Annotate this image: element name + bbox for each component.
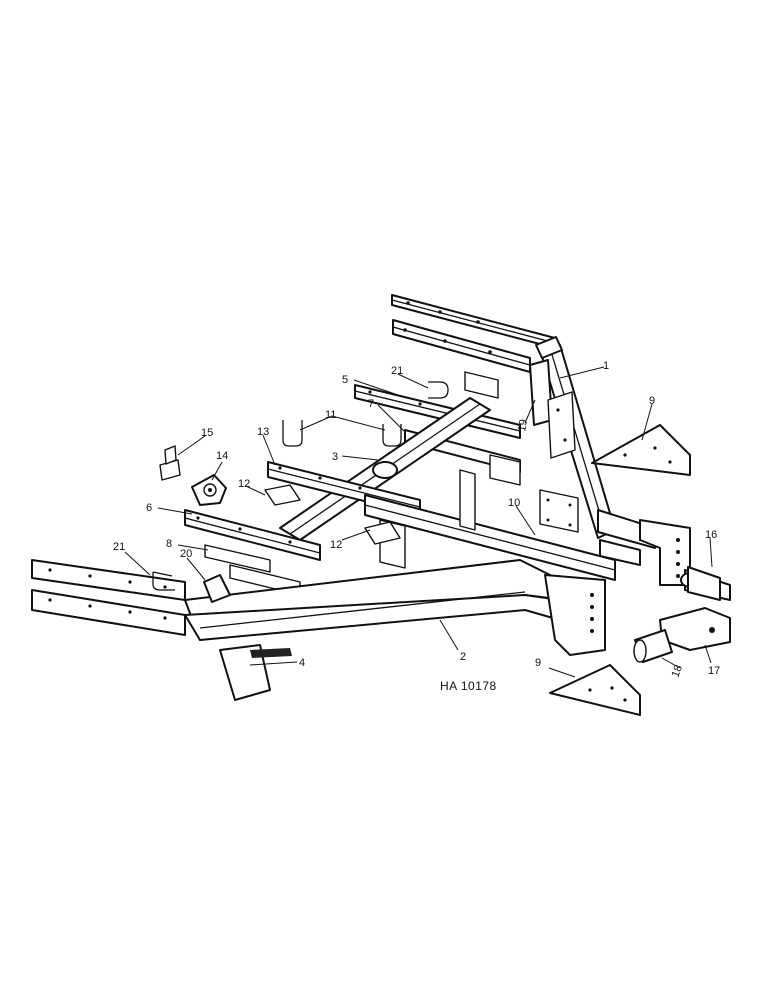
callout-21-top: 21 bbox=[391, 365, 403, 377]
sleeve-18 bbox=[633, 629, 673, 663]
callout-16: 16 bbox=[705, 529, 717, 541]
callout-3: 3 bbox=[332, 451, 338, 463]
plate-9-upper bbox=[591, 424, 691, 476]
callout-13: 13 bbox=[257, 426, 269, 438]
clevis-16 bbox=[687, 566, 721, 601]
plate-9-lower bbox=[549, 664, 641, 716]
callout-6: 6 bbox=[146, 502, 152, 514]
callout-7: 7 bbox=[368, 398, 374, 410]
u-bolt-21-top bbox=[428, 381, 449, 399]
callout-2: 2 bbox=[460, 651, 466, 663]
u-bolt-11b bbox=[382, 424, 402, 447]
leader-lines bbox=[124, 366, 713, 678]
callout-17: 17 bbox=[708, 665, 720, 677]
main-frame-2 bbox=[31, 559, 606, 656]
callout-15: 15 bbox=[201, 427, 213, 439]
bracket-20 bbox=[203, 574, 231, 603]
callout-14: 14 bbox=[216, 450, 228, 462]
callout-labels: 1 2 3 4 5 6 7 8 9 9 10 11 12 12 13 14 15… bbox=[113, 360, 720, 679]
u-bolt-21-left bbox=[152, 571, 175, 591]
callout-9-upper: 9 bbox=[649, 395, 655, 407]
callout-8: 8 bbox=[166, 538, 172, 550]
callout-20: 20 bbox=[180, 548, 192, 560]
clevis-17 bbox=[659, 607, 731, 651]
callout-4: 4 bbox=[299, 657, 305, 669]
callout-5: 5 bbox=[342, 374, 348, 386]
frame-upright-1 bbox=[529, 336, 616, 539]
callout-21-left: 21 bbox=[113, 541, 125, 553]
crossbar-10 bbox=[364, 469, 616, 581]
front-brace-4 bbox=[219, 644, 292, 701]
center-tube-3 bbox=[279, 397, 491, 541]
plate-12-upper bbox=[264, 484, 301, 506]
u-bolt-11a bbox=[282, 420, 303, 447]
jack-mount-14 bbox=[191, 474, 227, 506]
crossbar-6 bbox=[184, 509, 321, 561]
callout-10: 10 bbox=[508, 497, 520, 509]
callout-18: 18 bbox=[670, 663, 685, 679]
callout-1: 1 bbox=[603, 360, 609, 372]
callout-12-lower: 12 bbox=[330, 539, 342, 551]
upper-rear-rail bbox=[391, 294, 556, 373]
callout-11: 11 bbox=[325, 409, 336, 421]
figure-reference: HA 10178 bbox=[440, 679, 497, 693]
callout-12-upper: 12 bbox=[238, 478, 250, 490]
clamp-15 bbox=[159, 445, 181, 481]
callout-9-lower: 9 bbox=[535, 657, 541, 669]
plate-12-lower bbox=[364, 521, 401, 545]
callout-19: 19 bbox=[516, 418, 530, 432]
